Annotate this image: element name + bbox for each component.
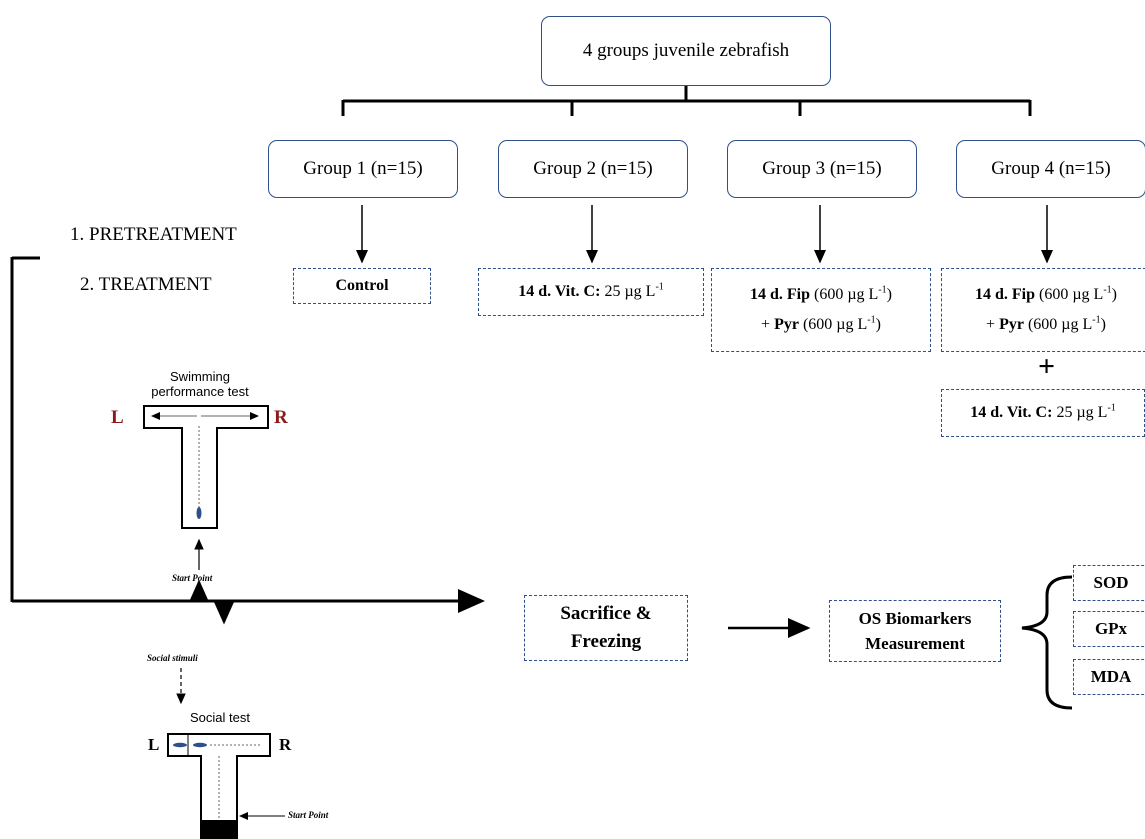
population-box: 4 groups juvenile zebrafish [541, 16, 831, 86]
fip-close: ) [886, 285, 892, 303]
vitc-box-group4: 14 d. Vit. C: 25 µg L-1 [941, 389, 1145, 437]
fip-prefix-g4: 14 d. Fip [974, 285, 1035, 303]
group-4-box: Group 4 (n=15) [956, 140, 1145, 198]
vitc-exp-g4: -1 [1107, 402, 1116, 414]
swim-title-line1: Swimming [170, 369, 230, 384]
os-biomarkers-box: OS Biomarkers Measurement [829, 600, 1001, 662]
sacrifice-box: Sacrifice & Freezing [524, 595, 688, 661]
pyr-label: Pyr [774, 316, 799, 333]
population-label: 4 groups juvenile zebrafish [582, 40, 790, 61]
social-start-point: Start Point [288, 810, 329, 820]
fip-exp: -1 [878, 284, 887, 296]
group-1-box: Group 1 (n=15) [268, 140, 458, 198]
swim-title-line2: performance test [151, 383, 249, 399]
control-box: Control [293, 268, 431, 304]
swim-start-point: Start Point [172, 573, 213, 583]
fip-close-g4: ) [1111, 285, 1117, 303]
control-label: Control [335, 276, 389, 294]
social-stimuli-label: Social stimuli [147, 653, 198, 663]
fip-pyr-box-group4: 14 d. Fip (600 µg L-1) + Pyr (600 µg L-1… [941, 268, 1145, 352]
swim-left-label: L [111, 407, 124, 428]
group-1-label: Group 1 (n=15) [303, 158, 423, 179]
fip-value: (600 µg L [814, 285, 879, 303]
biomarker-gpx: GPx [1073, 611, 1145, 647]
pyr-plus-g4: + [986, 316, 996, 333]
group-4-label: Group 4 (n=15) [991, 158, 1111, 179]
group-2-label: Group 2 (n=15) [533, 158, 653, 179]
plus-sign: + [1038, 350, 1056, 383]
stage-pretreatment: 1. PRETREATMENT [70, 224, 237, 245]
mda-label: MDA [1090, 666, 1132, 686]
gpx-label: GPx [1094, 618, 1128, 638]
vitc-box-group2: 14 d. Vit. C: 25 µg L-1 [478, 268, 704, 316]
group-3-label: Group 3 (n=15) [762, 158, 882, 179]
pyr-plus: + [761, 316, 771, 333]
sacrifice-line1: Sacrifice & [560, 602, 652, 624]
pyr-label-g4: Pyr [999, 316, 1024, 333]
pyr-exp-g4: -1 [1092, 314, 1101, 326]
vitc-prefix-g4: 14 d. Vit. C: [970, 403, 1053, 421]
swim-test-title: Swimming performance test [150, 369, 250, 400]
social-left-label: L [148, 735, 160, 754]
group-2-box: Group 2 (n=15) [498, 140, 688, 198]
pyr-value: (600 µg L [802, 316, 868, 333]
biomarker-sod: SOD [1073, 565, 1145, 601]
swim-right-label: R [274, 407, 288, 428]
group-3-box: Group 3 (n=15) [727, 140, 917, 198]
fip-value-g4: (600 µg L [1039, 285, 1104, 303]
sod-label: SOD [1093, 572, 1129, 592]
social-maze-shape [167, 733, 271, 839]
pyr-exp: -1 [867, 314, 876, 326]
pyr-value-g4: (600 µg L [1027, 316, 1093, 333]
fip-pyr-box-group3: 14 d. Fip (600 µg L-1) + Pyr (600 µg L-1… [711, 268, 931, 352]
social-right-label: R [279, 735, 292, 754]
pyr-close-g4: ) [1100, 316, 1106, 333]
vitc-value-g4: 25 µg L [1056, 403, 1108, 421]
fip-exp-g4: -1 [1103, 284, 1112, 296]
sacrifice-line2: Freezing [570, 631, 642, 652]
social-test-title: Social test [190, 710, 250, 725]
swim-maze-shape [143, 405, 269, 529]
vitc-prefix: 14 d. Vit. C: [518, 282, 601, 300]
vitc-exp: -1 [655, 281, 664, 293]
biomarker-mda: MDA [1073, 659, 1145, 695]
os-line2: Measurement [865, 634, 965, 653]
os-line1: OS Biomarkers [858, 608, 972, 628]
vitc-value: 25 µg L [604, 282, 656, 300]
fip-prefix: 14 d. Fip [749, 285, 810, 303]
pyr-close: ) [875, 316, 881, 333]
stage-treatment: 2. TREATMENT [80, 274, 212, 295]
